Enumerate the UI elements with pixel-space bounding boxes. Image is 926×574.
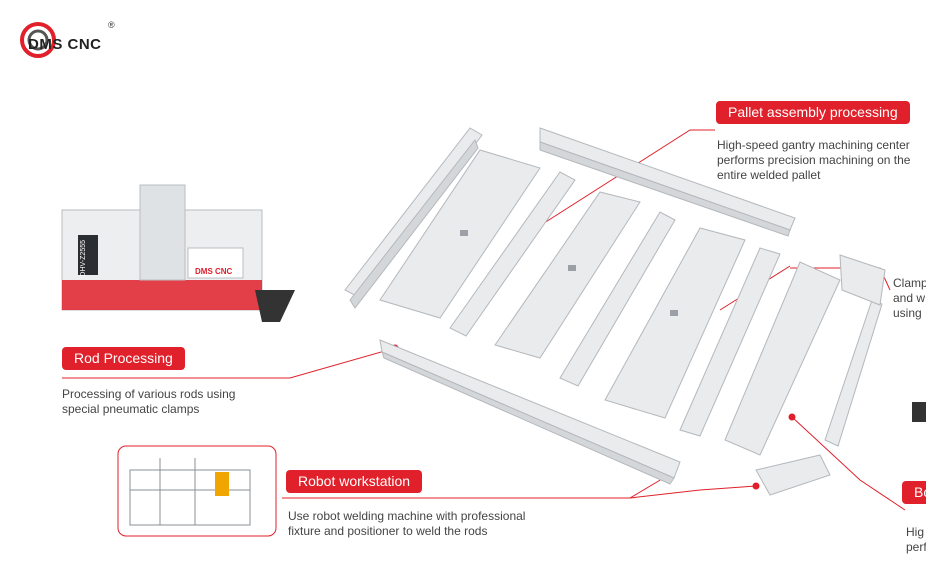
clamp-desc-line-3: using [893, 306, 922, 320]
bottom-tag: Bo [902, 481, 926, 504]
robot-desc-line-2: fixture and positioner to weld the rods [288, 524, 488, 538]
pallet-desc-line-1: High-speed gantry machining center [717, 138, 910, 152]
rod-desc: Processing of various rods using special… [62, 387, 235, 417]
pallet-desc-line-2: performs precision machining on the [717, 153, 911, 167]
robot-desc: Use robot welding machine with professio… [288, 509, 525, 539]
clamp-desc-line-1: Clamp [893, 276, 926, 290]
robot-desc-line-1: Use robot welding machine with professio… [288, 509, 526, 523]
pallet-desc-line-3: entire welded pallet [717, 168, 821, 182]
machine-badge: DMS CNC [192, 266, 236, 277]
rod-desc-line-2: special pneumatic clamps [62, 402, 200, 416]
brand-logo-text: DMS CNC [28, 36, 102, 53]
machining-center-image [61, 184, 295, 322]
brand-logo [20, 22, 56, 58]
pallet-assembly-tag: Pallet assembly processing [716, 101, 910, 124]
robot-workstation-image [129, 458, 251, 526]
bottom-desc-line-2: perf [906, 540, 926, 554]
rod-processing-tag: Rod Processing [62, 347, 185, 370]
clamp-desc: Clamp and w using [893, 276, 926, 321]
bottom-desc-line-1: Hig [906, 525, 925, 539]
robot-workstation-tag: Robot workstation [286, 470, 423, 493]
clamp-desc-line-2: and w [893, 291, 926, 305]
registered-mark: ® [108, 20, 115, 30]
pallet-desc: High-speed gantry machining center perfo… [717, 138, 910, 183]
rod-desc-line-1: Processing of various rods using [62, 387, 236, 401]
machine-model: DHV-Z2555 [80, 240, 87, 277]
bottom-desc: Hig perf [906, 525, 926, 555]
